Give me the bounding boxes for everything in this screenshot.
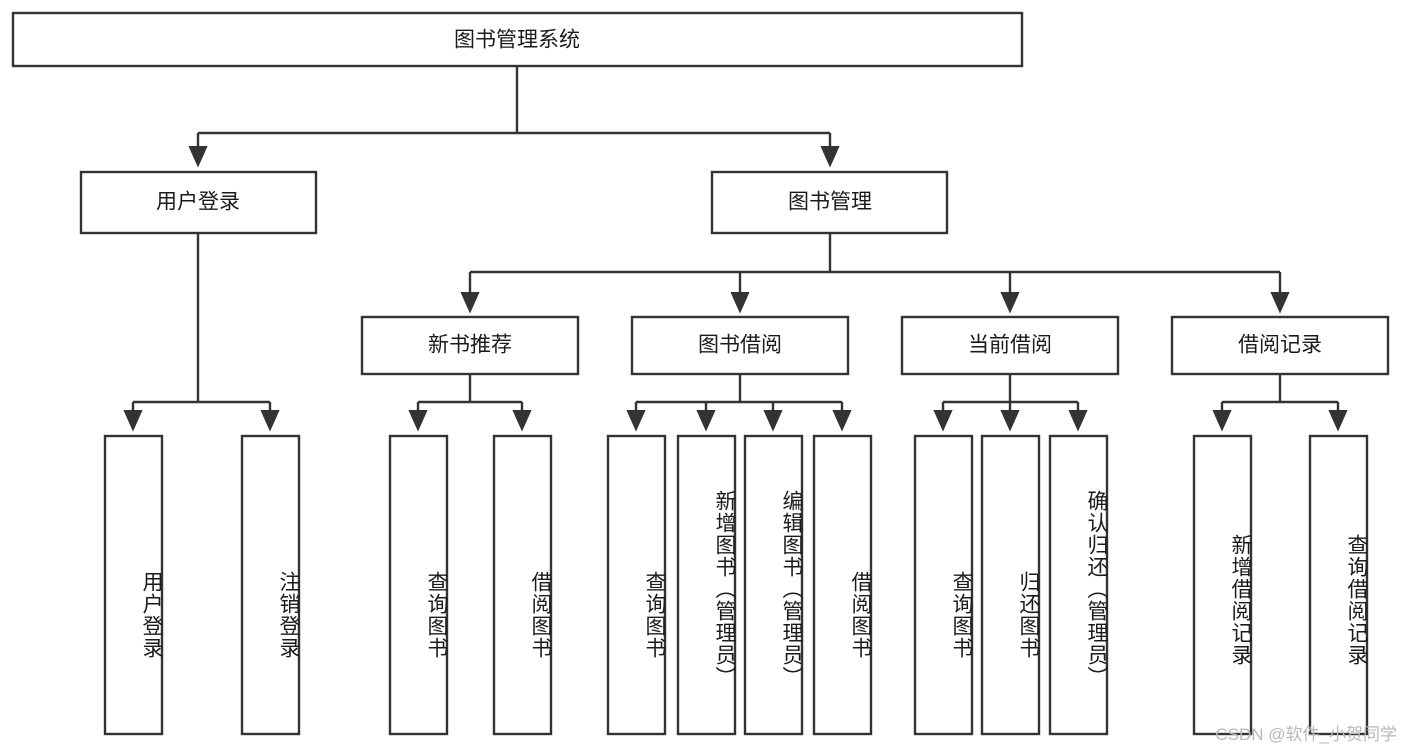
- connector-borrowrecord-to-leaves: [1212, 375, 1348, 432]
- node-leaf-borrow-book-1[interactable]: [492, 434, 553, 736]
- connector-bookmanage-to-level3: [460, 234, 1290, 314]
- connector-userlogin-to-leaves: [123, 234, 280, 432]
- node-leaf-query-book-3[interactable]: [913, 434, 974, 736]
- connector-root-to-level2: [188, 66, 840, 168]
- node-user-login[interactable]: 用户登录: [79, 170, 318, 235]
- node-leaf-query-book-1[interactable]: [388, 434, 449, 736]
- node-leaf-return-book[interactable]: [980, 434, 1041, 736]
- node-book-manage-label: 图书管理: [788, 191, 872, 214]
- node-root[interactable]: 图书管理系统: [11, 11, 1024, 68]
- node-leaf-edit-book[interactable]: [743, 434, 804, 736]
- node-current-borrow-label: 当前借阅: [968, 334, 1052, 357]
- node-leaf-query-record[interactable]: [1308, 434, 1369, 736]
- node-new-book-recommend[interactable]: 新书推荐: [360, 315, 580, 376]
- node-leaf-logout-login[interactable]: [240, 434, 301, 736]
- node-book-borrow-label: 图书借阅: [698, 334, 782, 357]
- node-leaf-user-login[interactable]: [103, 434, 164, 736]
- connector-bookborrow-to-leaves: [626, 375, 852, 432]
- node-book-manage[interactable]: 图书管理: [710, 170, 949, 235]
- node-root-label: 图书管理系统: [454, 29, 580, 52]
- node-current-borrow[interactable]: 当前借阅: [900, 315, 1120, 376]
- node-leaf-confirm-return[interactable]: [1048, 434, 1109, 736]
- node-leaf-add-record[interactable]: [1192, 434, 1253, 736]
- connector-newbook-to-leaves: [408, 375, 532, 432]
- node-leaf-query-book-2[interactable]: [606, 434, 667, 736]
- node-leaf-add-book[interactable]: [676, 434, 737, 736]
- node-user-login-label: 用户登录: [156, 191, 240, 214]
- node-borrow-record[interactable]: 借阅记录: [1170, 315, 1390, 376]
- node-leaf-borrow-book-2[interactable]: [812, 434, 873, 736]
- connector-currentborrow-to-leaves: [933, 375, 1088, 432]
- node-book-borrow[interactable]: 图书借阅: [630, 315, 850, 376]
- node-borrow-record-label: 借阅记录: [1238, 334, 1322, 357]
- node-new-book-recommend-label: 新书推荐: [428, 334, 512, 357]
